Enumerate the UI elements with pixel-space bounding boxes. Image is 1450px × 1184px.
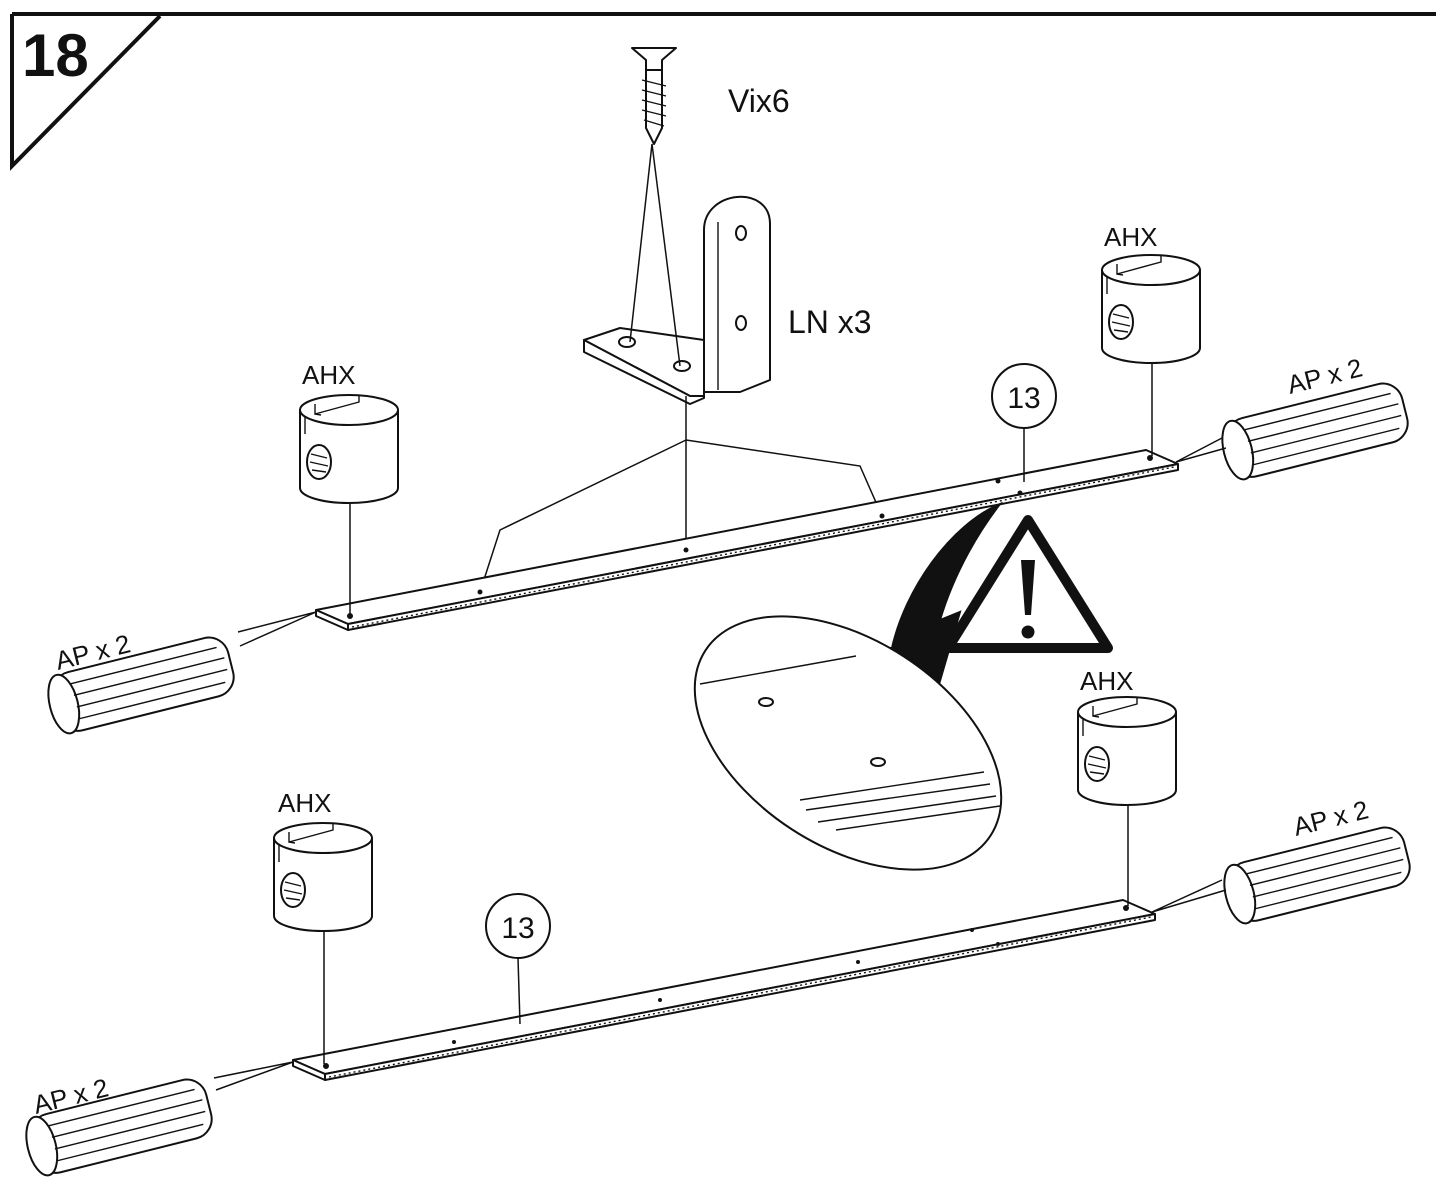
warning-triangle-icon (943, 515, 1113, 653)
cam-nut-lower-left (273, 822, 373, 932)
step-banner: 18 (10, 12, 1436, 171)
lower-panel (292, 899, 1156, 1081)
cam-nut-label-upper-left: AHX (302, 360, 355, 390)
panel-ref-lower-label: 13 (501, 912, 534, 945)
cam-nut-label-upper-right: AHX (1104, 222, 1157, 252)
step-number: 18 (22, 22, 89, 89)
dowel-lead-lower-right (1151, 879, 1227, 913)
screw-guide-lines (479, 143, 883, 593)
dowel-lead-upper-left (237, 611, 317, 647)
panel-ref-lower: 13 (485, 893, 551, 1025)
dowel-lead-lower-left (213, 1061, 294, 1091)
screw-label: Vix6 (728, 83, 790, 119)
panel-ref-upper-label: 13 (1007, 382, 1040, 415)
dowel-lower-right (1217, 822, 1415, 928)
dowel-upper-right (1215, 378, 1413, 484)
detail-view (693, 615, 1003, 871)
cam-nut-upper-right (1101, 254, 1201, 364)
l-bracket-icon (583, 195, 771, 405)
cam-nut-upper-left (299, 394, 399, 504)
panel-ref-upper: 13 (991, 363, 1057, 482)
lower-panel-holes (323, 905, 1129, 1069)
dowel-lead-upper-right (1175, 437, 1227, 463)
cam-nut-label-lower-left: AHX (278, 788, 331, 818)
upper-panel-holes (347, 455, 1153, 619)
bracket-label: LN x3 (788, 304, 872, 340)
screw-icon (631, 47, 677, 145)
cam-nut-lower-right (1077, 696, 1177, 806)
cam-nut-label-lower-right: AHX (1080, 666, 1133, 696)
